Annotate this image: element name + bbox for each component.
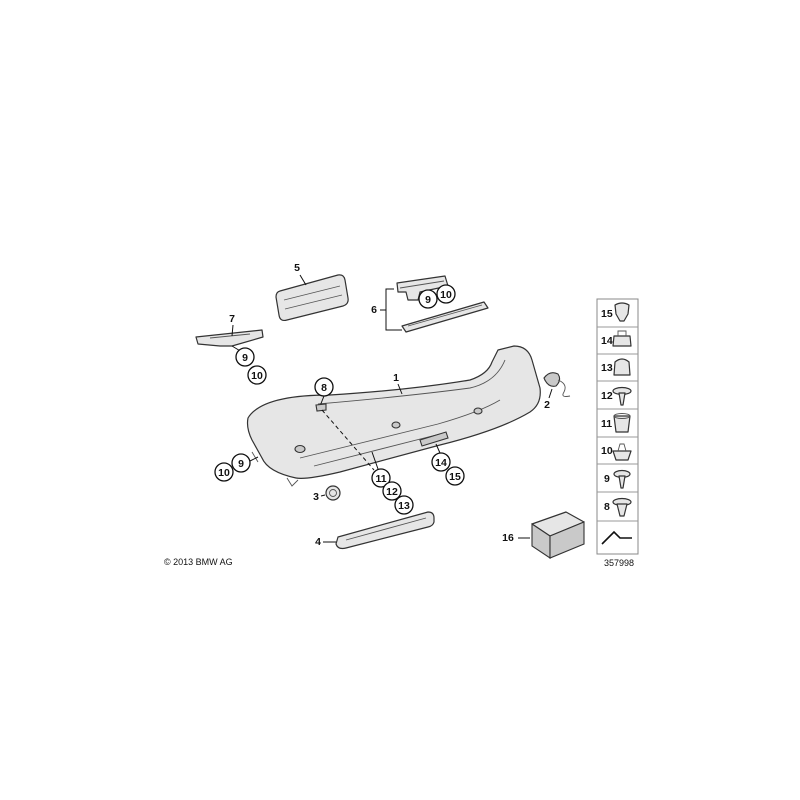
- fastener-8-icon[interactable]: [612, 497, 632, 517]
- fastener-10-icon[interactable]: [612, 443, 632, 461]
- callout-badge-9b[interactable]: 9: [235, 347, 255, 367]
- callout-badge-14[interactable]: 14: [431, 452, 451, 472]
- callout-badge-10c[interactable]: 10: [214, 462, 234, 482]
- svg-text:13: 13: [398, 500, 410, 512]
- svg-text:12: 12: [386, 486, 398, 498]
- callout-16[interactable]: 16: [502, 532, 514, 544]
- callout-3[interactable]: 3: [313, 491, 319, 503]
- svg-text:9: 9: [238, 458, 244, 470]
- legend-label-9: 9: [604, 473, 610, 485]
- part-4-reflector[interactable]: [335, 511, 435, 550]
- callout-5[interactable]: 5: [294, 262, 300, 274]
- legend-label-11: 11: [601, 418, 612, 430]
- callout-badge-10a[interactable]: 10: [436, 284, 456, 304]
- svg-text:10: 10: [440, 289, 452, 301]
- bracket-symbol-icon: [601, 530, 632, 545]
- callout-badge-11[interactable]: 11: [371, 468, 391, 488]
- part-16-repair-kit[interactable]: [531, 511, 585, 560]
- svg-text:14: 14: [435, 457, 447, 469]
- legend-label-12: 12: [601, 390, 613, 402]
- svg-text:15: 15: [449, 471, 461, 483]
- fastener-12-icon[interactable]: [612, 386, 632, 406]
- fastener-9-icon[interactable]: [613, 469, 631, 489]
- part-3-pdc-sensor[interactable]: [325, 485, 341, 501]
- legend-label-10: 10: [601, 445, 613, 457]
- legend-label-14: 14: [601, 335, 613, 347]
- part-6-holder[interactable]: [396, 275, 449, 301]
- callout-1[interactable]: 1: [393, 372, 399, 384]
- legend-label-15: 15: [601, 308, 613, 320]
- callout-badge-10b[interactable]: 10: [247, 365, 267, 385]
- callout-badge-15[interactable]: 15: [445, 466, 465, 486]
- callout-7[interactable]: 7: [229, 313, 235, 325]
- fastener-legend: 15 14 13 12 11 10 9 8: [596, 298, 639, 555]
- callout-6[interactable]: 6: [371, 304, 377, 316]
- svg-text:10: 10: [218, 467, 230, 479]
- copyright-text: © 2013 BMW AG: [164, 557, 233, 567]
- legend-label-13: 13: [601, 362, 613, 374]
- fastener-11-icon[interactable]: [613, 413, 631, 433]
- legend-label-8: 8: [604, 501, 610, 513]
- fastener-13-icon[interactable]: [613, 358, 631, 376]
- svg-text:9: 9: [425, 294, 431, 306]
- part-7-bracket[interactable]: [195, 329, 264, 347]
- part-1-bumper-panel[interactable]: [246, 345, 541, 487]
- callout-badge-13[interactable]: 13: [394, 495, 414, 515]
- part-5-light-housing[interactable]: [275, 274, 349, 322]
- svg-text:10: 10: [251, 370, 263, 382]
- svg-text:11: 11: [375, 473, 386, 485]
- callout-badge-12[interactable]: 12: [382, 481, 402, 501]
- fastener-14-icon[interactable]: [612, 330, 632, 347]
- svg-text:9: 9: [242, 352, 248, 364]
- diagram-number: 357998: [604, 558, 634, 568]
- callout-badge-9c[interactable]: 9: [231, 453, 251, 473]
- part-6-trim-strip[interactable]: [401, 301, 489, 333]
- fastener-15-icon[interactable]: [614, 302, 630, 322]
- callout-2[interactable]: 2: [544, 399, 550, 411]
- callout-badge-9a[interactable]: 9: [418, 289, 438, 309]
- callout-4[interactable]: 4: [315, 536, 321, 548]
- svg-text:8: 8: [321, 382, 327, 394]
- callout-badge-8[interactable]: 8: [314, 377, 334, 397]
- part-2-sensor[interactable]: [543, 372, 571, 397]
